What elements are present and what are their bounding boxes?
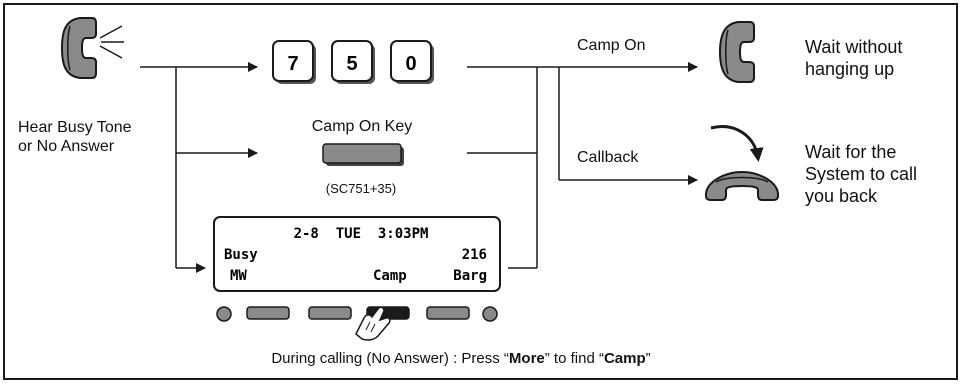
softkey-4[interactable] <box>426 306 470 320</box>
result-callback-line1: Wait for the <box>805 142 896 162</box>
footer-more: More <box>509 350 545 367</box>
softkey-left-circle[interactable] <box>216 306 232 322</box>
lcd-display: 2-8 TUE 3:03PM Busy 216 MW Camp Barg <box>213 216 501 292</box>
footer-prefix: During calling (No Answer) : Press “ <box>271 350 509 367</box>
softkey-2[interactable] <box>308 306 352 320</box>
diagram-frame <box>3 3 958 380</box>
result-wait-line2: hanging up <box>805 59 894 79</box>
hang-up-arrow-icon <box>710 125 764 162</box>
digit-7-label: 7 <box>287 53 298 75</box>
handset-on-hook-icon <box>704 170 780 201</box>
finger-press-icon <box>355 306 391 341</box>
softkey-1[interactable] <box>246 306 290 320</box>
lcd-status: Busy <box>224 247 258 263</box>
caption-hear-busy: Hear Busy Tone <box>18 119 132 136</box>
digit-key-0[interactable]: 0 <box>390 40 434 84</box>
lcd-softkey-camp: Camp <box>373 268 407 284</box>
softkey-right-circle[interactable] <box>482 306 498 322</box>
lcd-date-time: 2-8 TUE 3:03PM <box>294 226 429 242</box>
camp-on-key-code: (SC751+35) <box>326 181 396 196</box>
branch-callback-label: Callback <box>577 149 639 166</box>
digit-5-label: 5 <box>346 53 357 75</box>
footer-instruction: During calling (No Answer) : Press “More… <box>271 350 650 367</box>
handset-off-hook-icon <box>718 21 755 83</box>
footer-suffix: ” <box>646 350 651 367</box>
lcd-softkey-barg: Barg <box>453 268 487 284</box>
digit-0-label: 0 <box>405 53 416 75</box>
digit-key-5[interactable]: 5 <box>331 40 375 84</box>
ringing-handset-icon <box>60 17 124 79</box>
branch-camp-on-label: Camp On <box>577 37 645 54</box>
left-trunk-lines <box>140 62 258 273</box>
right-merge-lines <box>467 62 698 269</box>
digit-key-7[interactable]: 7 <box>272 40 316 84</box>
softkey-row <box>216 306 498 322</box>
result-callback-line2: System to call <box>805 164 917 184</box>
lcd-softkey-mw: MW <box>230 268 247 284</box>
lcd-extension: 216 <box>462 247 487 263</box>
result-callback-line3: you back <box>805 186 878 206</box>
camp-on-key-label: Camp On Key <box>312 118 412 135</box>
result-wait-line1: Wait without <box>805 37 902 57</box>
caption-no-answer: or No Answer <box>18 138 115 155</box>
footer-camp: Camp <box>604 350 646 367</box>
footer-middle: ” to find “ <box>545 350 604 367</box>
camp-on-key-button[interactable] <box>322 143 404 166</box>
